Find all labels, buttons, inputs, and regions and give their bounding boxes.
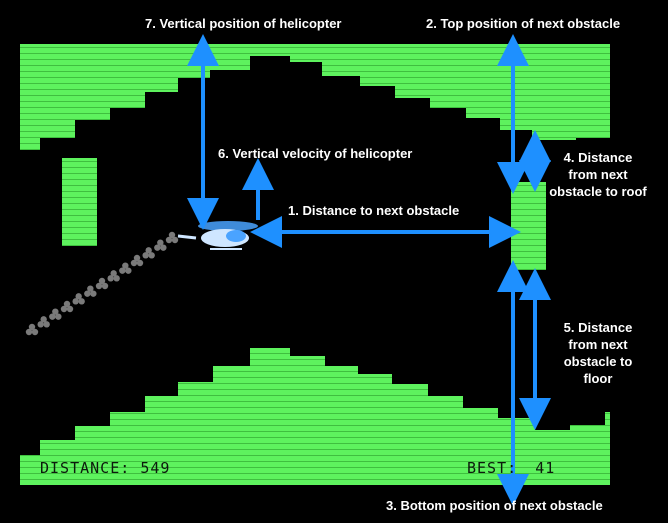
smoke-puff xyxy=(157,239,164,246)
smoke-puff xyxy=(168,231,176,239)
smoke-puff xyxy=(160,244,167,251)
label-vertical-position: 7. Vertical position of helicopter xyxy=(145,16,342,31)
smoke-puff xyxy=(122,262,129,269)
smoke-puff xyxy=(31,328,39,336)
smoke-puff xyxy=(52,308,59,315)
smoke-puff xyxy=(136,259,144,267)
ceiling-terrain xyxy=(20,44,610,150)
smoke-puff xyxy=(125,267,132,274)
label-vertical-velocity: 6. Vertical velocity of helicopter xyxy=(218,146,413,161)
distance-readout: DISTANCE: 549 xyxy=(40,459,170,477)
best-readout: BEST: 41 xyxy=(467,459,555,477)
smoke-puff xyxy=(148,252,155,259)
smoke-puff xyxy=(49,313,56,320)
best-value: 41 xyxy=(535,459,556,477)
label-distance-to-obstacle: 1. Distance to next obstacle xyxy=(288,203,460,218)
smoke-puff xyxy=(55,313,62,320)
smoke-puff xyxy=(101,282,109,290)
smoke-puff xyxy=(95,282,103,290)
smoke-puff xyxy=(84,290,91,297)
smoke-puff xyxy=(107,275,114,282)
smoke-puff xyxy=(142,252,149,259)
smoke-puff xyxy=(37,321,44,328)
floor-terrain xyxy=(20,348,610,485)
label-distance-to-roof: 4. Distance from next obstacle to roof xyxy=(549,150,647,199)
smoke-puff xyxy=(133,254,141,262)
smoke-puff xyxy=(113,275,120,282)
smoke-puff xyxy=(40,316,47,323)
smoke-puff xyxy=(25,328,33,336)
smoke-puff xyxy=(87,285,94,292)
smoke-puff xyxy=(43,321,50,328)
label-bottom-of-obstacle: 3. Bottom position of next obstacle xyxy=(386,498,603,513)
distance-value: 549 xyxy=(140,459,171,477)
smoke-puff xyxy=(78,298,85,305)
smoke-trail xyxy=(25,231,179,336)
smoke-puff xyxy=(130,259,138,267)
smoke-puff xyxy=(110,270,117,277)
smoke-puff xyxy=(98,277,106,285)
smoke-puff xyxy=(145,247,152,254)
smoke-puff xyxy=(90,290,97,297)
next-obstacle xyxy=(511,182,546,270)
distance-label: DISTANCE: xyxy=(40,459,131,477)
smoke-puff xyxy=(63,300,71,308)
smoke-puff xyxy=(60,305,68,313)
smoke-puff xyxy=(28,323,36,331)
obstacle-left xyxy=(62,158,97,246)
smoke-puff xyxy=(66,305,74,313)
smoke-puff xyxy=(165,236,173,244)
smoke-puff xyxy=(154,244,161,251)
label-distance-to-floor: 5. Distance from next obstacle to floor xyxy=(563,320,633,386)
smoke-puff xyxy=(119,267,126,274)
smoke-puff xyxy=(171,236,179,244)
best-label: BEST: xyxy=(467,459,518,477)
smoke-puff xyxy=(72,298,79,305)
smoke-puff xyxy=(75,293,82,300)
label-top-of-obstacle: 2. Top position of next obstacle xyxy=(426,16,621,31)
